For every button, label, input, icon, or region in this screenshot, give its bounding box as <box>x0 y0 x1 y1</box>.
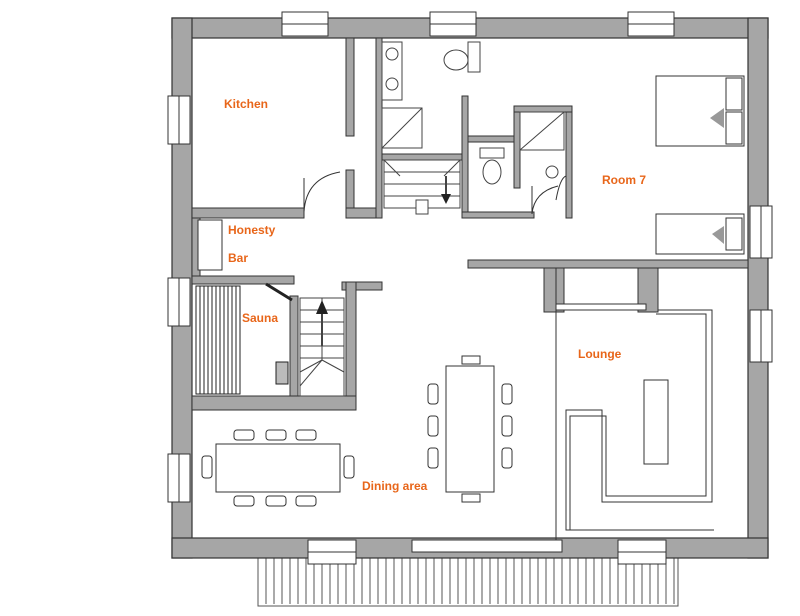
wall-kitchen-bottom-right <box>345 207 377 219</box>
windows <box>167 11 773 565</box>
label-kitchen: Kitchen <box>224 97 268 111</box>
lounge-beam <box>555 303 647 311</box>
toilet-tank <box>479 147 505 159</box>
label-room7: Room 7 <box>602 173 646 187</box>
interior-walls <box>191 37 749 411</box>
wall-sauna-top <box>191 275 295 285</box>
dining-table-side <box>201 429 355 507</box>
staircase <box>299 297 345 397</box>
wall-sauna-divider <box>289 295 299 397</box>
honesty-bar-counter <box>197 219 223 271</box>
deck-terrace <box>257 557 679 607</box>
lounge-sofa <box>565 309 714 531</box>
wall-right <box>747 17 769 559</box>
lounge-pillar <box>637 267 659 313</box>
wall-stair-right <box>345 281 357 399</box>
sink <box>545 165 559 179</box>
lounge-pillar <box>543 267 565 313</box>
bed-double <box>655 75 745 147</box>
label-bar: Bar <box>228 251 248 265</box>
bathroom-fixtures <box>381 41 565 185</box>
label-dining: Dining area <box>362 479 428 493</box>
hall-stairs <box>383 159 461 215</box>
toilet-tank <box>467 41 481 73</box>
sauna-benches <box>195 282 293 395</box>
wall-kitchen-right <box>345 37 355 137</box>
wall-sauna-bottom <box>191 395 357 411</box>
label-sauna: Sauna <box>242 311 278 325</box>
wall-bath-bottom <box>461 211 535 219</box>
toilet <box>482 159 502 185</box>
sink <box>385 77 399 91</box>
patio-door <box>411 539 563 553</box>
wall-wc-divider <box>513 109 521 189</box>
bed-single <box>655 213 745 255</box>
dining-table-long <box>427 355 513 503</box>
label-honesty: Honesty <box>228 223 276 237</box>
wall-kitchen-bottom <box>191 207 305 219</box>
wall-bath-right <box>461 95 469 219</box>
wall-bath-left <box>375 37 383 219</box>
label-lounge: Lounge <box>578 347 622 361</box>
wall-shower-top <box>513 105 573 113</box>
sink <box>385 47 399 61</box>
wall-bath-top-mid <box>381 153 467 161</box>
wall-wc-top <box>467 135 515 143</box>
wall-room7-bottom <box>467 259 749 269</box>
wall-stair-top <box>341 281 383 291</box>
toilet <box>443 49 469 71</box>
wall-wc-right <box>565 109 573 219</box>
door-swings <box>303 171 567 215</box>
coffee-table <box>643 379 669 465</box>
